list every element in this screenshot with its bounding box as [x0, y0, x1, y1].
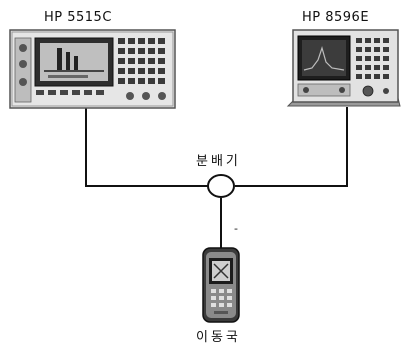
line-left-instrument-to-splitter	[85, 107, 208, 187]
spectrum-analyzer-icon	[286, 29, 401, 107]
line-splitter-to-right-instrument	[235, 107, 348, 187]
splitter-circle-icon	[207, 174, 235, 198]
right-instrument-label: HP 8596E	[302, 10, 370, 25]
left-instrument-label: HP 5515C	[44, 10, 112, 25]
mobile-phone-icon	[202, 247, 240, 323]
test-set-instrument-icon	[9, 29, 176, 109]
mobile-station-label: 이동국	[196, 330, 241, 345]
connection-lines	[85, 107, 348, 248]
splitter-label: 분배기	[196, 154, 241, 169]
port-mark: -	[234, 222, 239, 235]
